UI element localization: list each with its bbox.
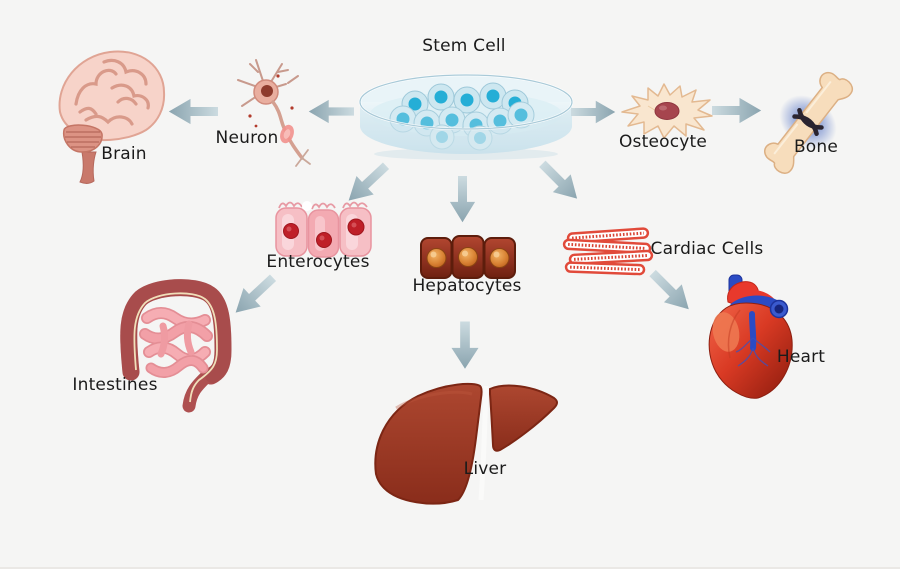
bone-lower-segment [764,116,816,174]
liver-left-lobe [374,382,483,505]
descending-vein [749,311,757,351]
heart-illustration [708,274,793,399]
arrow-hepatocytes-to-liver [451,321,479,369]
label-intestines: Intestines [72,375,158,395]
liver-illustration [374,382,558,505]
specks [248,74,294,128]
arrow-stemcell-to-cardiaccells [533,154,586,208]
label-stem-cell: Stem Cell [422,36,506,56]
dish-front-glass [360,102,572,154]
mucus-droplet [302,201,312,211]
muscle-fiber [562,238,652,255]
muscle-fiber [566,227,650,244]
cardiac-cells-illustration [562,227,654,276]
enterocytes-illustration [275,201,372,258]
brush-border [278,201,368,210]
label-enterocytes: Enterocytes [266,252,370,272]
hepatocyte-nuclei [426,247,510,268]
bone-upper-segment [800,71,854,128]
arrow-neuron-to-brain [168,98,218,125]
nucleus [261,85,273,97]
arrow-stemcell-to-osteocyte [571,100,616,124]
axon-terminals [295,149,311,167]
stem-cell-dish-illustration [358,73,574,160]
label-osteocyte: Osteocyte [618,132,708,152]
surface-veins [735,337,771,367]
brain-illustration [58,50,166,184]
large-intestine [120,279,232,385]
arrow-stemcell-to-neuron [308,99,354,124]
intestines-illustration [120,279,232,413]
arrow-stemcell-to-hepatocytes [449,176,476,223]
label-brain: Brain [101,144,147,164]
joint-band [797,107,824,130]
lobe-gap [478,385,489,501]
muscle-fiber [564,261,646,276]
enterocyte-nuclei [283,218,365,248]
cerebellum-stripes [65,131,101,148]
osteocyte-illustration [621,83,713,139]
label-bone: Bone [793,137,839,157]
neuron-illustration [237,59,311,167]
brain-stem [79,151,97,184]
cerebellum [62,124,103,153]
label-heart: Heart [776,347,826,367]
bone-illustration [764,71,854,174]
small-intestine [139,307,213,378]
liver-right-lobe [489,384,558,452]
label-liver: Liver [463,459,507,479]
label-cardiac-cells: Cardiac Cells [650,239,764,259]
taenia-coli-line [133,292,218,403]
label-hepatocytes: Hepatocytes [412,276,522,296]
arrow-osteocyte-to-bone [712,97,762,124]
osteocyte-nucleus [654,102,680,120]
brain-gyri [74,58,150,126]
hepatocytes-illustration [420,235,516,279]
rectum [182,367,216,413]
label-neuron: Neuron [215,128,279,148]
muscle-fiber [568,249,654,266]
